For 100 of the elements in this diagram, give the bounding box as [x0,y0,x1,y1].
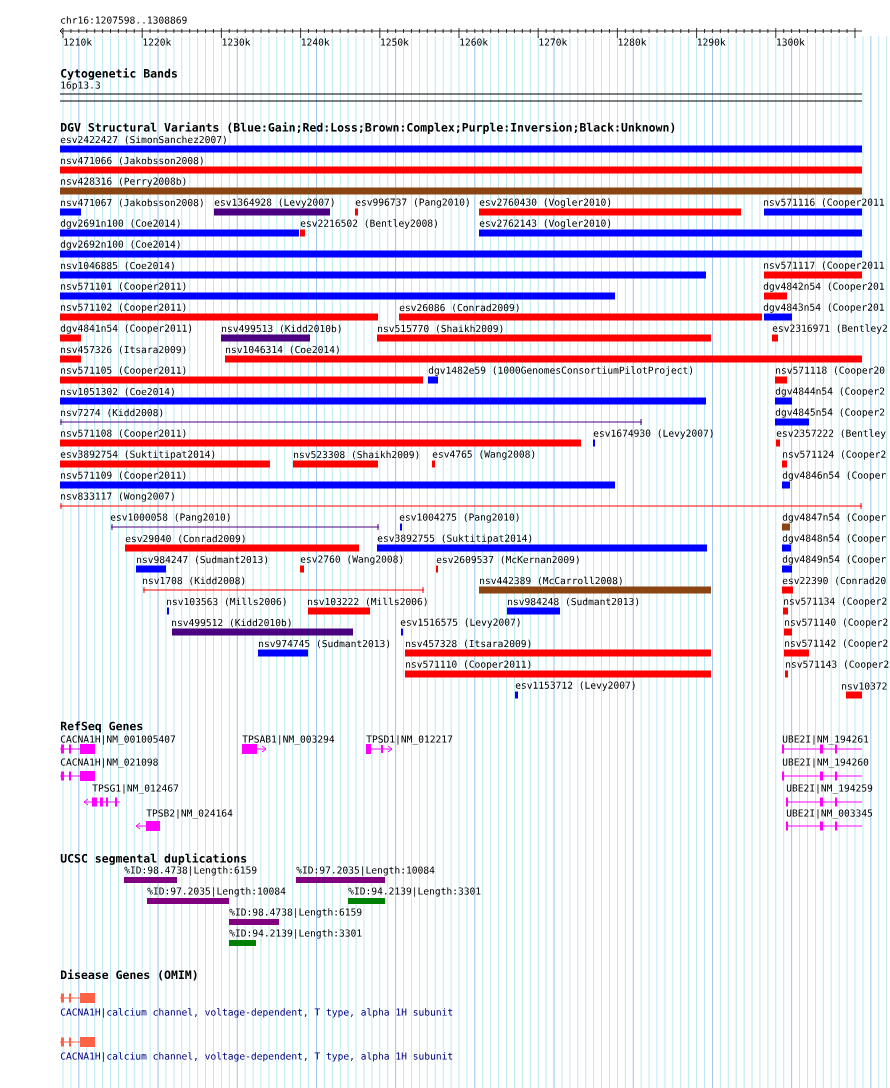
variant-label: dgv4841n54 (Cooper2011) [60,324,192,334]
axis-label: 1300k [777,38,805,46]
variant-label: nsv515770 (Shaikh2009) [378,324,503,334]
axis-label: 1290k [697,38,726,46]
variant-label: nsv571102 (Cooper2011) [61,303,186,313]
variant-label: dgv4842n54 (Cooper201 [763,282,884,292]
variant-label: nsv442389 (McCarroll2008) [480,576,622,586]
variant-label: dgv4844n54 (Cooper2 [775,387,885,397]
variant-label: dgv2692n100 (Coe2014) [60,240,180,250]
track-title: Disease Genes (OMIM) [60,969,197,981]
variant-label: nsv571108 (Cooper2011) [61,429,186,439]
variant-label: nsv571118 (Cooper20 [776,366,885,376]
variant-label: dgv2691n100 (Coe2014) [60,219,180,229]
gene-label: TPSD1|NM_012217 [366,735,453,745]
variant-label: esv1674930 (Levy2007) [593,429,713,439]
variant-label: nsv471067 (Jakobsson2008) [61,198,203,208]
coordinate-label: chr16:1207598..1308869 [61,16,187,24]
variant-label: nsv571117 (Cooper2011 [764,261,884,271]
axis-label: 1220k [143,38,172,46]
variant-label: esv2316971 (Bentley2 [772,324,887,334]
variant-label: dgv4845n54 (Cooper2 [775,408,885,418]
gene-label: CACNA1H|NM_001005407 [60,735,176,745]
duplication-label: %ID:97.2035|Length:10084 [296,866,435,876]
variant-label: esv2422427 (SimonSanchez2007) [60,135,226,145]
axis-label: 1240k [301,38,330,46]
variant-label: nsv499513 (Kidd2010b) [222,324,341,334]
variant-label: nsv1708 (Kidd2008) [143,576,245,586]
axis-label: 1280k [618,38,647,46]
gene-label: TPSAB1|NM_003294 [242,735,335,745]
variant-label: nsv428316 (Perry2008b) [61,177,186,187]
gene-label: UBE2I|NM_194261 [782,735,869,745]
variant-label: dgv1482e59 (1000GenomesConsortiumPilotProject) [428,366,693,376]
variant-label: nsv571116 (Cooper2011 [764,198,884,208]
axis-label: 1270k [539,38,568,46]
variant-label: esv2609537 (McKernan2009) [436,555,579,565]
gene-label: CACNA1H|NM_021098 [60,758,158,768]
variant-label: nsv571105 (Cooper2011) [61,366,186,376]
gene-label: TPSB2|NM_024164 [146,809,233,819]
variant-label: esv1004275 (Pang2010) [399,513,519,523]
variant-label: nsv103222 (Mills2006) [308,597,427,607]
disease-gene-label: CACNA1H|calcium channel, voltage-dependent, T type, alpha 1H subunit [60,1008,453,1018]
band-label: 16p13.3 [61,81,100,91]
gene-label: UBE2I|NM_194259 [786,784,873,794]
variant-label: esv3892754 (Suktitipat2014) [60,450,215,460]
duplication-label: %ID:97.2035|Length:10084 [147,887,286,897]
gene-label: TPSG1|NM_012467 [92,784,179,794]
variant-label: dgv4843n54 (Cooper201 [763,303,884,313]
variant-label: nsv499512 (Kidd2010b) [172,618,291,628]
variant-label: dgv4846n54 (Cooper [782,471,886,481]
variant-label: nsv571142 (Cooper2 [785,639,888,649]
variant-label: nsv571101 (Cooper2011) [61,282,186,292]
variant-label: nsv471066 (Jakobsson2008) [61,156,203,166]
axis-label: 1210k [64,38,92,46]
variant-label: dgv4847n54 (Cooper [782,513,886,523]
variant-label: dgv4848n54 (Cooper [782,534,886,544]
variant-label: esv1000058 (Pang2010) [110,513,230,523]
variant-label: nsv571134 (Cooper2 [784,597,887,607]
variant-label: esv4765 (Wang2008) [432,450,535,460]
variant-label: nsv1046885 (Coe2014) [61,261,174,271]
gene-label: UBE2I|NM_194260 [782,758,869,768]
variant-label: nsv974745 (Sudmant2013) [259,639,390,649]
track-title: RefSeq Genes [60,721,143,733]
variant-label: nsv1051302 (Coe2014) [61,387,174,397]
variant-label: nsv457328 (Itsara2009) [406,639,531,649]
variant-label: nsv10372 [842,682,887,690]
variant-label: nsv103563 (Mills2006) [167,597,286,607]
gene-label: UBE2I|NM_003345 [786,809,873,819]
variant-label: nsv571143 (Cooper2 [786,660,889,670]
duplication-label: %ID:94.2139|Length:3301 [229,929,362,939]
variant-label: esv2762143 (Vogler2010) [479,219,611,229]
variant-label: dgv4849n54 (Cooper [782,555,886,565]
variant-label: esv22390 (Conrad20 [782,576,886,586]
variant-label: nsv7274 (Kidd2008) [61,408,163,418]
duplication-label: %ID:98.4738|Length:6159 [229,908,362,918]
track-title: UCSC segmental duplications [60,853,247,865]
variant-label: esv29040 (Conrad2009) [125,534,245,544]
duplication-label: %ID:94.2139|Length:3301 [348,887,481,897]
variant-label: nsv984247 (Sudmant2013) [137,555,268,565]
variant-label: esv1516575 (Levy2007) [400,618,520,628]
variant-label: esv2357222 (Bentley [776,429,886,439]
axis-label: 1230k [222,38,251,46]
variant-label: esv1153712 (Levy2007) [515,681,635,691]
variant-label: nsv457326 (Itsara2009) [61,345,186,355]
variant-label: esv3892755 (Suktitipat2014) [377,534,532,544]
variant-label: esv1364928 (Levy2007) [214,198,334,208]
track-title: Cytogenetic Bands [61,68,177,80]
track-title: DGV Structural Variants (Blue:Gain;Red:Loss;Brown:Complex;Purple:Inversion;Black:Unknown) [60,122,675,134]
axis-label: 1250k [381,38,409,46]
variant-label: nsv833117 (Wong2007) [61,492,174,502]
variant-label: nsv571140 (Cooper2 [785,618,888,628]
variant-label: nsv571109 (Cooper2011) [61,471,186,481]
variant-label: esv2216502 (Bentley2008) [300,219,437,229]
variant-label: esv2760 (Wang2008) [300,555,403,565]
duplication-label: %ID:98.4738|Length:6159 [124,866,257,876]
variant-label: nsv523308 (Shaikh2009) [294,450,419,460]
variant-label: nsv571124 (Cooper2 [783,450,886,460]
disease-gene-label: CACNA1H|calcium channel, voltage-dependent, T type, alpha 1H subunit [60,1052,453,1062]
variant-label: esv2760430 (Vogler2010) [479,198,611,208]
axis-label: 1260k [460,38,488,46]
variant-label: esv996737 (Pang2010) [355,198,469,208]
